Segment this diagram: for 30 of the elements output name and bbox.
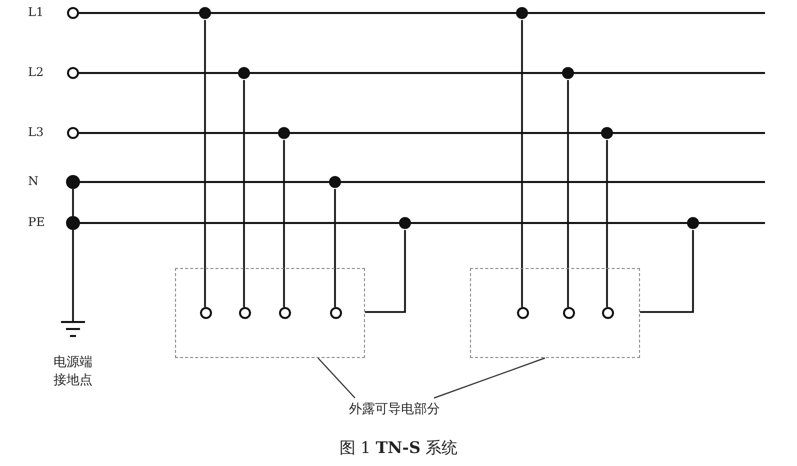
wire bbox=[238, 67, 250, 307]
leader-line bbox=[434, 357, 546, 399]
bus-label: L2 bbox=[28, 65, 44, 79]
wire bbox=[562, 67, 574, 307]
wire bbox=[601, 127, 613, 307]
wire bbox=[278, 127, 290, 307]
wire bbox=[72, 189, 74, 216]
bus-label: L1 bbox=[28, 5, 44, 19]
bus-label: N bbox=[28, 174, 38, 188]
wire bbox=[72, 230, 74, 322]
wire bbox=[516, 7, 528, 307]
wire bbox=[329, 176, 341, 307]
bus-label: PE bbox=[28, 215, 45, 229]
terminal-circle bbox=[279, 307, 291, 319]
terminal-circle bbox=[200, 307, 212, 319]
wire bbox=[365, 217, 411, 313]
bus-label: L3 bbox=[28, 125, 44, 139]
enclosure-box bbox=[175, 268, 365, 358]
terminal-circle bbox=[517, 307, 529, 319]
ground-label: 电源端接地点 bbox=[52, 354, 94, 390]
terminal-circle bbox=[563, 307, 575, 319]
wire bbox=[199, 7, 211, 307]
callout-label: 外露可导电部分 bbox=[349, 402, 440, 417]
figure-title: 图 1 TN-S 系统 bbox=[339, 438, 458, 457]
wire bbox=[640, 217, 699, 313]
enclosure-box bbox=[470, 268, 640, 358]
leader-line bbox=[318, 358, 356, 398]
terminal-circle bbox=[330, 307, 342, 319]
terminal-circle bbox=[602, 307, 614, 319]
terminal-circle bbox=[239, 307, 251, 319]
